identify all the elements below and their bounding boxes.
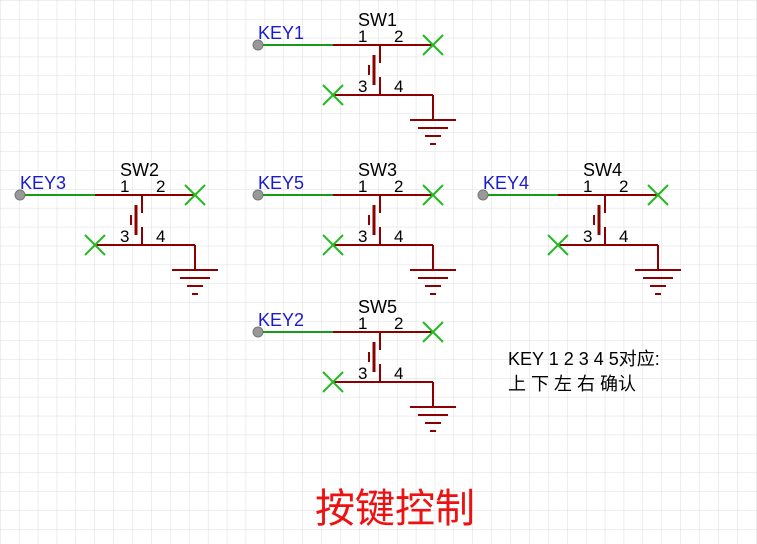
- no-connect-pin3: [547, 234, 569, 256]
- no-connect-pin3: [322, 84, 344, 106]
- net-label: KEY1: [258, 23, 304, 43]
- pin-number: 1: [358, 27, 367, 46]
- no-connect-pin2: [647, 184, 669, 206]
- no-connect-stroke: [422, 321, 444, 343]
- net-label: KEY2: [258, 310, 304, 330]
- switch-ref: SW2: [120, 160, 159, 180]
- pin-number: 3: [358, 364, 367, 383]
- no-connect-stroke: [322, 84, 344, 106]
- pin-number: 4: [394, 77, 403, 96]
- pin-number: 2: [394, 314, 403, 333]
- page-title: 按键控制: [315, 487, 475, 531]
- no-connect-stroke: [647, 184, 669, 206]
- net-label: KEY5: [258, 173, 304, 193]
- no-connect-stroke: [322, 234, 344, 256]
- pin-number: 2: [619, 177, 628, 196]
- pin-number: 1: [358, 314, 367, 333]
- pin-number: 1: [583, 177, 592, 196]
- pin-number: 2: [394, 27, 403, 46]
- no-connect-pin3: [322, 234, 344, 256]
- pin-number: 3: [120, 227, 129, 246]
- pin-number: 4: [394, 364, 403, 383]
- no-connect-stroke: [184, 184, 206, 206]
- net-label: KEY3: [20, 173, 66, 193]
- no-connect-pin3: [84, 234, 106, 256]
- no-connect-stroke: [422, 34, 444, 56]
- no-connect-pin2: [422, 321, 444, 343]
- note-line-1: KEY 1 2 3 4 5对应:: [508, 349, 660, 369]
- net-label: KEY4: [483, 173, 529, 193]
- switch-ref: SW1: [358, 10, 397, 30]
- pin-number: 3: [358, 227, 367, 246]
- no-connect-pin2: [422, 34, 444, 56]
- no-connect-pin2: [422, 184, 444, 206]
- pin-number: 4: [619, 227, 628, 246]
- pin-number: 3: [583, 227, 592, 246]
- no-connect-stroke: [322, 371, 344, 393]
- no-connect-stroke: [422, 184, 444, 206]
- pin-number: 2: [394, 177, 403, 196]
- pin-number: 2: [156, 177, 165, 196]
- switch-ref: SW4: [583, 160, 622, 180]
- pin-number: 3: [358, 77, 367, 96]
- switch-ref: SW3: [358, 160, 397, 180]
- no-connect-pin2: [184, 184, 206, 206]
- pin-number: 1: [120, 177, 129, 196]
- no-connect-pin3: [322, 371, 344, 393]
- no-connect-stroke: [84, 234, 106, 256]
- note-line-2: 上 下 左 右 确认: [508, 374, 636, 394]
- pin-number: 4: [156, 227, 165, 246]
- switch-ref: SW5: [358, 297, 397, 317]
- pin-number: 4: [394, 227, 403, 246]
- no-connect-stroke: [547, 234, 569, 256]
- pin-number: 1: [358, 177, 367, 196]
